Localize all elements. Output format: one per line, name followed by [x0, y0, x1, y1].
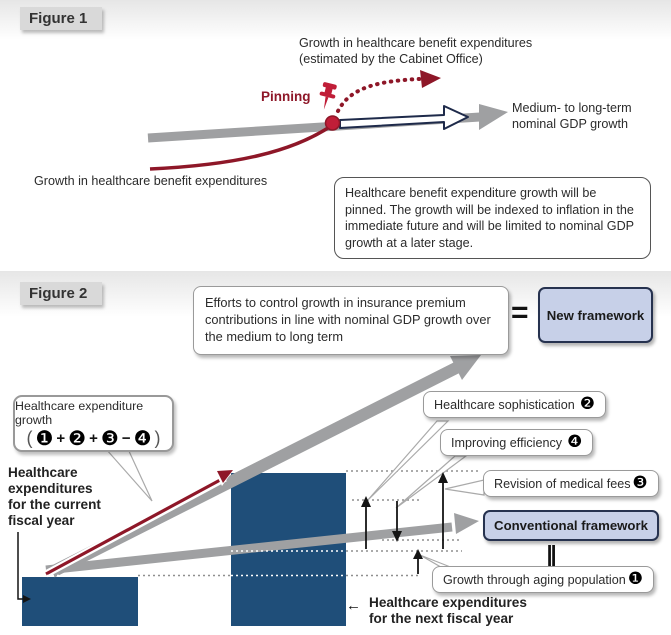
expenditure-growth-bubble: Healthcare expenditure growth ( ❶ + ❷ + … — [13, 395, 174, 452]
expenditure-growth-title: Healthcare expenditure growth — [15, 398, 144, 427]
healthcare-growth-curve-label: Growth in healthcare benefit expenditure… — [34, 174, 268, 188]
pin-point-dot — [324, 115, 341, 131]
sophistication-label: Healthcare sophistication — [434, 397, 575, 412]
revision-label: Revision of medical fees — [494, 476, 631, 491]
gdp-growth-label: Medium- to long-term nominal GDP growth — [512, 101, 632, 131]
figure1-label: Figure 1 — [20, 7, 103, 30]
new-framework-box: New framework — [538, 287, 653, 343]
dotted-curve-arrowhead — [420, 70, 441, 88]
revision-box: Revision of medical fees ❸ — [483, 470, 659, 497]
paren-close: ) — [154, 427, 161, 448]
equals-sign: = — [511, 296, 529, 329]
efficiency-label: Improving efficiency — [451, 435, 563, 450]
aging-up-arrow — [413, 549, 423, 574]
plus-sign: + — [56, 429, 66, 447]
gdp-trend-arrow — [147, 104, 508, 143]
next-year-expenditure-bar — [231, 473, 346, 626]
pinning-label: Pinning — [261, 89, 311, 104]
vertical-equals-sign: ‖ — [545, 541, 558, 570]
badge-3-icon: ❸ — [632, 473, 648, 493]
pinning-note-box: Healthcare benefit expenditure growth wi… — [334, 177, 651, 260]
pushpin-icon — [319, 82, 337, 110]
sophistication-up-arrow — [361, 496, 371, 549]
badge-4-icon: ❹ — [133, 426, 152, 450]
minus-sign: − — [121, 429, 131, 447]
current-year-expenditure-bar — [22, 577, 138, 626]
aging-label: Growth through aging population — [443, 572, 626, 587]
conventional-framework-box: Conventional framework — [483, 510, 659, 541]
badge-3-icon: ❸ — [100, 426, 119, 450]
cabinet-office-caption: Growth in healthcare benefit expenditure… — [299, 36, 533, 66]
aging-box: Growth through aging population ❶ — [432, 566, 654, 593]
revision-up-arrow — [438, 472, 448, 549]
current-fy-label: Healthcare expenditures for the current … — [8, 465, 101, 529]
expenditure-growth-formula: ( ❶ + ❷ + ❸ − ❹ ) — [26, 428, 160, 449]
cabinet-office-estimate-dotted-curve — [336, 77, 422, 113]
pinned-growth-outline-arrow — [339, 105, 469, 130]
sophistication-box: Healthcare sophistication ❷ — [423, 391, 606, 418]
badge-1-icon: ❶ — [627, 569, 643, 589]
badge-4-icon: ❹ — [567, 432, 583, 452]
efforts-box: Efforts to control growth in insurance p… — [193, 286, 509, 355]
badge-2-icon: ❷ — [68, 426, 87, 450]
next-fy-label: Healthcare expenditures for the next fis… — [369, 595, 527, 627]
efficiency-down-arrow — [392, 501, 402, 542]
badge-1-icon: ❶ — [35, 426, 54, 450]
figure2-label: Figure 2 — [20, 282, 103, 305]
paren-open: ( — [26, 427, 33, 448]
plus-sign: + — [89, 429, 98, 447]
figure1-header-gradient — [0, 0, 671, 40]
badge-2-icon: ❷ — [579, 394, 595, 414]
efficiency-box: Improving efficiency ❹ — [440, 429, 594, 456]
healthcare-growth-curve — [149, 124, 332, 171]
left-arrow-icon: ← — [346, 597, 361, 614]
